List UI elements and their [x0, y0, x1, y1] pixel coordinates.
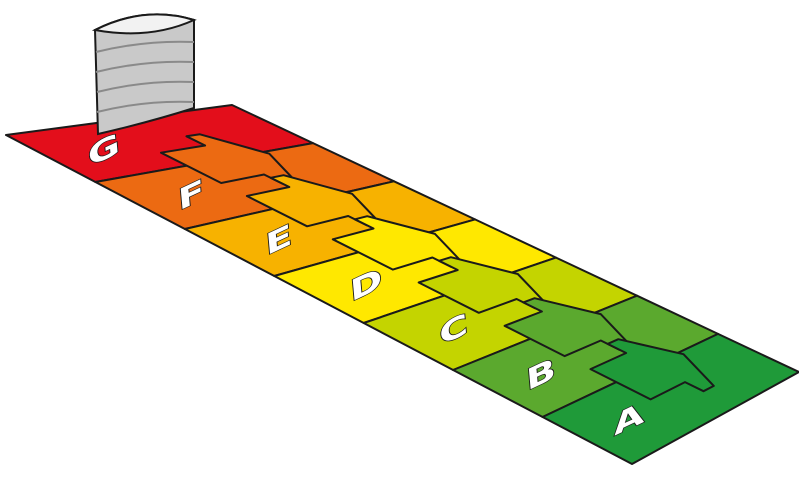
rating-tiles [6, 105, 799, 464]
